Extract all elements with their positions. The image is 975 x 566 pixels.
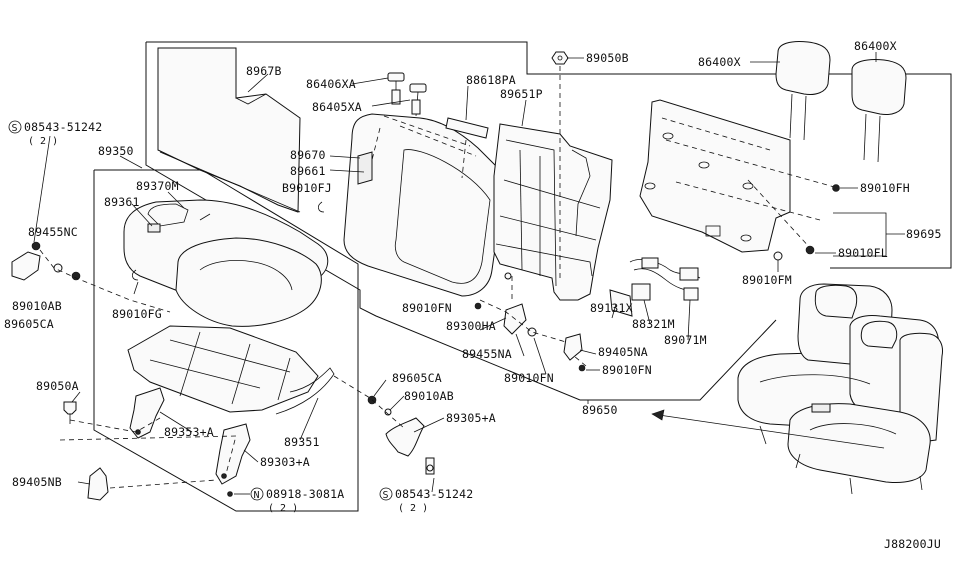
label-08918: N 08918-3081A ( 2 ) [250, 487, 344, 514]
seat-cushion [123, 199, 329, 327]
nut-symbol-letter: N [254, 490, 260, 501]
labels: 8967B 86406XA 88618PA 89050B 86400X 8640… [4, 39, 942, 551]
clip-89010fn-1 [474, 302, 482, 310]
misc-fasteners [31, 201, 586, 497]
label-89010fg: 89010FG [112, 307, 162, 321]
seatback-pad [343, 113, 506, 297]
cushion-frame-89351 [127, 325, 335, 415]
label-89605ca-left: 89605CA [4, 317, 54, 331]
label-89010fn-1: 89010FN [402, 301, 452, 315]
label-08543-top: S 08543-51242 ( 2 ) [8, 120, 102, 147]
label-89010ab-right: 89010AB [404, 389, 454, 403]
label-88618pa: 88618PA [466, 73, 516, 87]
label-86405xa: 86405XA [312, 100, 362, 114]
label-89010fm: 89010FM [742, 273, 792, 287]
seatback-frame-89651p [493, 123, 613, 301]
bracket-89353a [129, 387, 165, 439]
label-08543-top-qty: ( 2 ) [28, 136, 58, 147]
label-89661: 89661 [290, 164, 326, 178]
label-89050b: 89050B [586, 51, 629, 65]
label-89361: 89361 [104, 195, 140, 209]
label-89605ca-right: 89605CA [392, 371, 442, 385]
headrest-guides [387, 72, 427, 117]
label-08543-top-code: 08543-51242 [24, 120, 102, 134]
bracket-89303a [215, 423, 251, 485]
tag-89361 [147, 223, 161, 233]
trim-89405nb [87, 467, 109, 501]
nut-89050b [551, 51, 569, 280]
assembled-seat-view [737, 283, 943, 495]
clip-89300ha [504, 272, 512, 280]
clip-89010fn-2 [578, 364, 586, 372]
clip-89010fj [318, 201, 325, 213]
label-89050a: 89050A [36, 379, 79, 393]
label-89651p: 89651P [500, 87, 543, 101]
label-86406xa: 86406XA [306, 77, 356, 91]
view-arrow [651, 409, 885, 449]
seatback-group-frame [146, 41, 952, 269]
label-89071m: 89071M [664, 333, 707, 347]
label-89131x: 89131X [590, 301, 633, 315]
label-89010fn-3: 89010FN [504, 371, 554, 385]
bolt-08543-top [31, 241, 41, 251]
label-89010fj: B9010FJ [282, 181, 332, 195]
nut-symbol-icon [250, 487, 264, 501]
bolt-08543-bottom [426, 464, 434, 472]
label-88321m: 88321M [632, 317, 675, 331]
clip-89010fg [132, 269, 139, 281]
back-panel-89695 [639, 99, 839, 253]
tag-88618pa [445, 117, 489, 139]
screw-symbol-icon [8, 120, 22, 134]
clip-89010ab-right [384, 408, 392, 416]
label-08918-qty: ( 2 ) [268, 503, 298, 514]
clip-89010fn-3 [527, 327, 537, 337]
label-08543-bottom-qty: ( 2 ) [398, 503, 428, 514]
trim-89405na [563, 333, 583, 361]
label-08543-bottom-code: 08543-51242 [395, 487, 473, 501]
label-89010fh: 89010FH [860, 181, 910, 195]
harness [609, 257, 701, 317]
headrest-a [775, 41, 831, 141]
bolt-89050a [63, 401, 77, 415]
trim-89455nc [11, 251, 41, 281]
screw-symbol-icon [379, 487, 393, 501]
label-08543-bottom: S 08543-51242 ( 2 ) [379, 487, 473, 514]
label-08918-code: 08918-3081A [266, 487, 344, 501]
label-89695: 89695 [906, 227, 942, 241]
nut-89605ca-left [71, 271, 81, 281]
label-89305a: 89305+A [446, 411, 496, 425]
label-89370m: 89370M [136, 179, 179, 193]
label-89351: 89351 [284, 435, 320, 449]
label-89350: 89350 [98, 144, 134, 158]
tag-89661 [357, 151, 373, 185]
label-89010ab-left: 89010AB [12, 299, 62, 313]
label-89670: 89670 [290, 148, 326, 162]
seatback-board-8967b [157, 47, 301, 213]
label-89455na: 89455NA [462, 347, 512, 361]
label-86400x-b: 86400X [854, 39, 897, 53]
seatback-group-frame-lower [145, 42, 777, 401]
dashed-connectors [39, 249, 587, 489]
label-86400x-a: 86400X [698, 55, 741, 69]
screw-symbol-letter: S [12, 123, 18, 134]
label-89405nb: 89405NB [12, 475, 62, 489]
label-89455nc: 89455NC [28, 225, 78, 239]
label-89010fn-2: 89010FN [602, 363, 652, 377]
label-89300ha: 89300HA [446, 319, 496, 333]
diagram-code: J88200JU [884, 537, 941, 551]
bracket-89695 [833, 212, 887, 257]
label-89010fl: 89010FL [838, 246, 888, 260]
label-89303a: 89303+A [260, 455, 310, 469]
label-8967b: 8967B [246, 64, 282, 78]
label-89353a: 89353+A [164, 425, 214, 439]
nut-08918 [227, 491, 233, 497]
headrest-b [851, 59, 907, 163]
leader-lines [33, 52, 877, 495]
screw-symbol-letter: S [383, 490, 389, 501]
label-89650: 89650 [582, 403, 618, 417]
label-89405na: 89405NA [598, 345, 648, 359]
fasteners-back-panel [773, 184, 858, 272]
